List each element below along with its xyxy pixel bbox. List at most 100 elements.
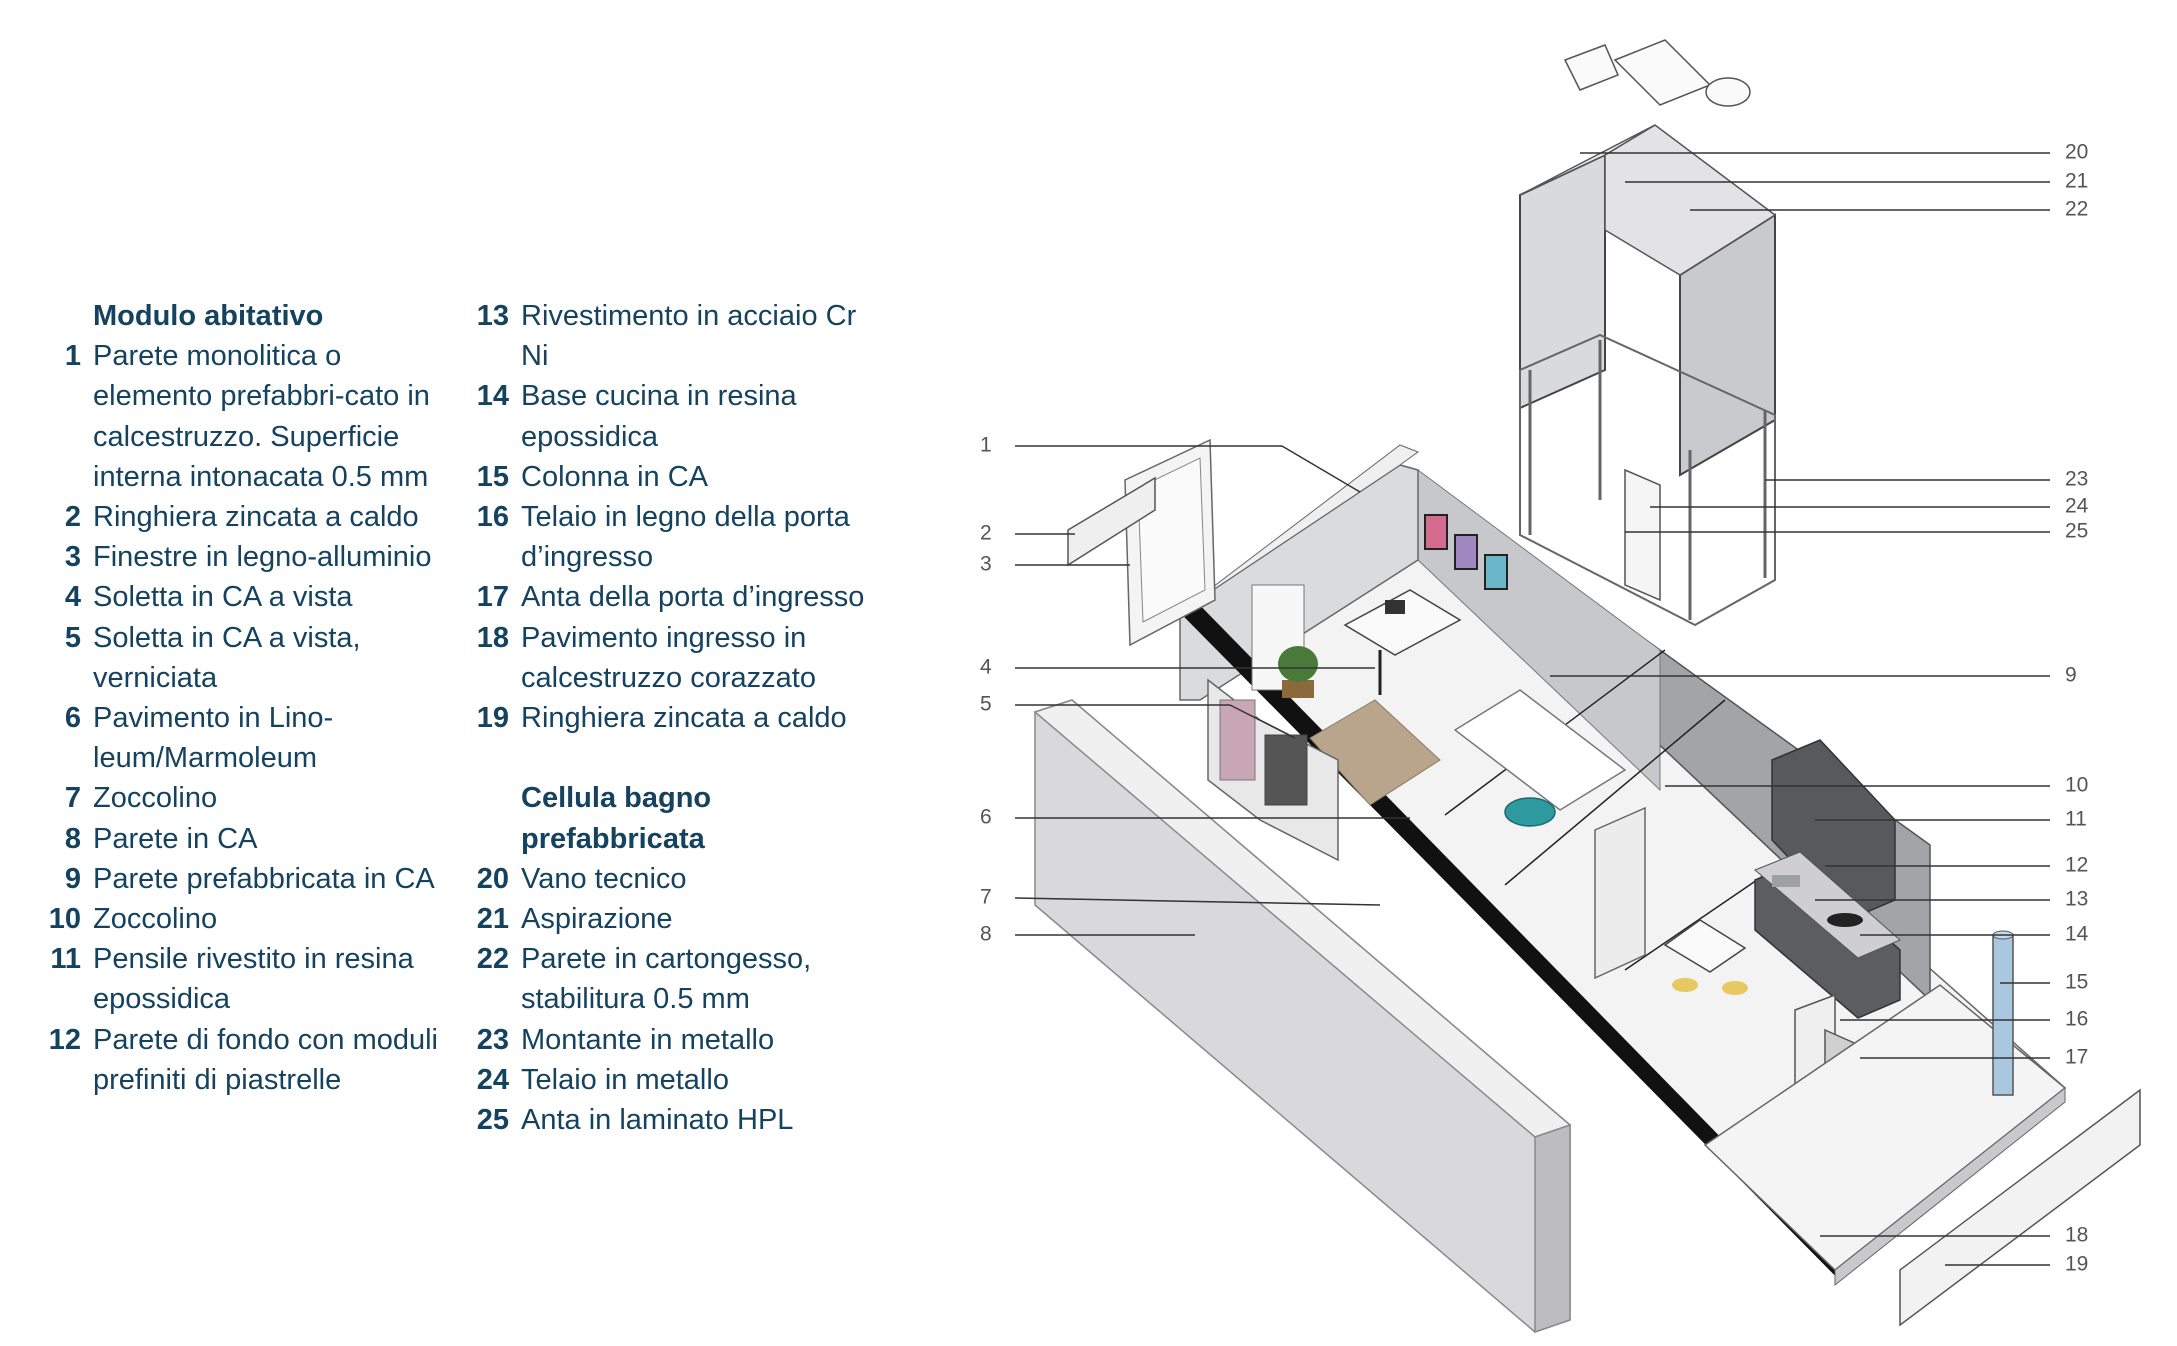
bath-frame-structure: [1519, 333, 1776, 627]
legend-number: 2: [64, 501, 81, 534]
leader-line: [1229, 704, 1296, 739]
legend-number: 6: [64, 702, 81, 735]
legend-item-16: 16 Telaio in legno della porta d’ingress…: [468, 497, 868, 577]
legend-number: 10: [48, 903, 81, 936]
teal-chair: [1504, 797, 1556, 827]
artwork-1: [1424, 514, 1448, 550]
legend-text: Vano tecnico: [521, 862, 687, 895]
legend-item-2: 2 Ringhiera zincata a caldo: [40, 497, 460, 537]
legend-number: 18: [476, 621, 509, 654]
legend-item-13: 13 Rivestimento in acciaio Cr Ni: [468, 296, 868, 376]
artwork-2: [1454, 534, 1478, 570]
legend-text: Telaio in metallo: [521, 1063, 729, 1096]
legend-text: Anta della porta d’ingresso: [521, 581, 865, 614]
legend-number: 21: [476, 903, 509, 936]
plant-leaves: [1278, 646, 1318, 682]
callout-number-23: 23: [2065, 468, 2088, 491]
legend-text: Pavimento ingresso in calcestruzzo coraz…: [521, 621, 816, 694]
callout-number-24: 24: [2065, 495, 2089, 518]
legend-item-15: 15 Colonna in CA: [468, 457, 868, 497]
legend-column-left: Modulo abitativo 1 Parete monolitica o e…: [40, 296, 460, 1100]
legend-number: 19: [476, 702, 509, 735]
legend-number: 22: [476, 943, 509, 976]
callout-number-7: 7: [980, 886, 992, 909]
legend-number: 1: [64, 340, 81, 373]
legend-text: Colonna in CA: [521, 460, 708, 493]
legend-item-5: 5 Soletta in CA a vista, verniciata: [40, 618, 460, 698]
callout-number-2: 2: [980, 522, 992, 545]
legend-number: 23: [476, 1023, 509, 1056]
floor-line-b: [1504, 699, 1726, 886]
callout-number-15: 15: [2065, 971, 2088, 994]
legend-number: 5: [64, 621, 81, 654]
bed: [1453, 689, 1627, 811]
bath-door-frame: [1594, 806, 1646, 980]
legend-item-8: 8 Parete in CA: [40, 819, 460, 859]
callout-number-5: 5: [980, 693, 992, 716]
stool-2: [1722, 981, 1748, 995]
toilet-fixture: [1705, 77, 1751, 107]
callout-number-1: 1: [980, 434, 992, 457]
plant-pot: [1282, 680, 1314, 698]
legend-text: Parete di fondo con moduli prefiniti di …: [93, 1023, 438, 1096]
callout-number-19: 19: [2065, 1253, 2088, 1276]
legend-item-18: 18 Pavimento ingresso in calcestruzzo co…: [468, 618, 868, 698]
legend-text: Zoccolino: [93, 782, 218, 815]
callout-number-16: 16: [2065, 1008, 2088, 1031]
leader-line: [1014, 897, 1381, 906]
legend-item-12: 12 Parete di fondo con moduli prefiniti …: [40, 1020, 460, 1100]
legend-text: Parete monolitica o elemento prefabbri-c…: [93, 340, 430, 493]
callout-number-20: 20: [2065, 141, 2088, 164]
callout-labels: 1234567820212223242591011121314151617181…: [980, 141, 2089, 1276]
stool-1: [1672, 978, 1698, 992]
legend-text: Rivestimento in acciaio Cr Ni: [521, 300, 857, 373]
legend-number: 14: [476, 380, 509, 413]
callout-number-17: 17: [2065, 1046, 2088, 1069]
end-wall-top: [1179, 444, 1420, 613]
legend-text: Parete in cartongesso, stabilitura 0.5 m…: [521, 943, 812, 1016]
legend-item-19: 19 Ringhiera zincata a caldo: [468, 698, 868, 738]
callout-number-6: 6: [980, 806, 992, 829]
legend-text: Pavimento in Lino-leum/Marmoleum: [93, 702, 334, 775]
legend-item-1: 1 Parete monolitica o elemento prefabbri…: [40, 336, 460, 497]
callout-number-14: 14: [2065, 923, 2089, 946]
callout-number-21: 21: [2065, 170, 2088, 193]
legend-item-25: 25 Anta in laminato HPL: [468, 1100, 868, 1140]
legend-text: Montante in metallo: [521, 1023, 775, 1056]
callout-leaders: [1014, 152, 2050, 1266]
callout-number-4: 4: [980, 656, 992, 679]
legend-item-21: 21 Aspirazione: [468, 899, 868, 939]
legend-heading-modulo: Modulo abitativo: [93, 300, 324, 332]
legend-text: Parete prefabbricata in CA: [93, 862, 435, 895]
legend-number: 9: [64, 862, 81, 895]
monitor: [1385, 600, 1405, 614]
legend-text: Telaio in legno della porta d’ingresso: [521, 501, 850, 574]
leader-line: [1281, 445, 1361, 493]
legend-item-22: 22 Parete in cartongesso, stabilitura 0.…: [468, 939, 868, 1019]
legend-number: 4: [64, 581, 81, 614]
entrance-railing: [1899, 1088, 2141, 1327]
legend-item-20: 20 Vano tecnico: [468, 859, 868, 899]
legend-text: Ringhiera zincata a caldo: [93, 501, 419, 534]
legend-item-3: 3 Finestre in legno-alluminio: [40, 537, 460, 577]
legend-text: Finestre in legno-alluminio: [93, 541, 432, 574]
legend-number: 20: [476, 862, 509, 895]
legend-item-24: 24 Telaio in metallo: [468, 1060, 868, 1100]
bath-door-leaf: [1624, 468, 1661, 602]
callout-number-12: 12: [2065, 854, 2088, 877]
kitchen-sink: [1772, 875, 1800, 887]
wardrobe-clothes: [1264, 734, 1308, 806]
legend-number: 11: [50, 943, 81, 976]
legend-item-7: 7 Zoccolino: [40, 778, 460, 818]
legend-text: Aspirazione: [521, 903, 673, 936]
ca-column: [1992, 934, 2014, 1096]
legend-item-17: 17 Anta della porta d’ingresso: [468, 577, 868, 617]
legend-number: 13: [476, 300, 509, 332]
dining-table: [1663, 919, 1747, 973]
callout-number-10: 10: [2065, 774, 2088, 797]
legend-text: Soletta in CA a vista: [93, 581, 353, 614]
legend-number: 3: [64, 541, 81, 574]
legend-item-6: 6 Pavimento in Lino-leum/Marmoleum: [40, 698, 460, 778]
artwork-3: [1484, 554, 1508, 590]
